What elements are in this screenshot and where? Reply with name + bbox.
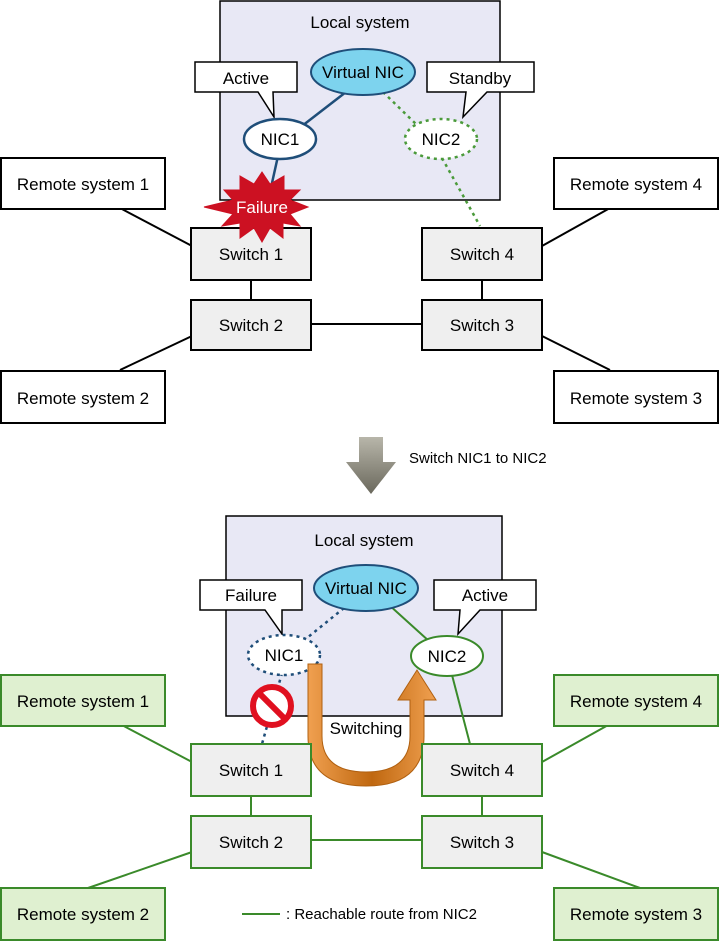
failure-burst-label: Failure xyxy=(236,198,288,217)
remote-system-2-box-after xyxy=(0,887,166,941)
callout-active-after xyxy=(433,579,537,637)
link-remote2-switch2 xyxy=(119,335,193,371)
remote-system-1-label: Remote system 1 xyxy=(17,175,149,194)
remote-system-1-box-after xyxy=(0,674,166,727)
virtual-nic-label: Virtual NIC xyxy=(322,63,404,82)
bottom-diagram: Local system Failure Active Virtual NIC … xyxy=(0,515,719,941)
switch-4-label-after: Switch 4 xyxy=(450,761,514,780)
switch-2-box xyxy=(190,299,312,351)
transition-label: Switch NIC1 to NIC2 xyxy=(409,450,547,467)
switch-1-box-after xyxy=(190,743,312,797)
remote-system-4-box xyxy=(553,157,719,210)
switching-label: Switching xyxy=(330,719,403,738)
remote-system-3-box xyxy=(553,370,719,424)
remote-system-4-box-after xyxy=(553,674,719,727)
callout-failure xyxy=(199,579,303,637)
switch-2-box-after xyxy=(190,815,312,869)
remote-system-4-label: Remote system 4 xyxy=(570,175,702,194)
link-virtualnic-nic1-after xyxy=(301,607,345,643)
remote-system-3-box-after xyxy=(553,887,719,941)
remote-system-2-box xyxy=(0,370,166,424)
nic1-node-after xyxy=(246,633,322,677)
switch-4-label: Switch 4 xyxy=(450,245,514,264)
route-remote1-switch1 xyxy=(119,723,193,763)
prohibited-icon xyxy=(250,684,294,728)
route-remote3-switch3 xyxy=(541,851,641,889)
switch-2-label-after: Switch 2 xyxy=(219,833,283,852)
nic1-label: NIC1 xyxy=(261,130,300,149)
virtual-nic-node-after xyxy=(313,564,419,612)
virtual-nic-label-after: Virtual NIC xyxy=(325,579,407,598)
route-nic2-switch4 xyxy=(451,674,471,745)
link-remote3-switch3 xyxy=(541,335,611,371)
switch-3-box-after xyxy=(421,815,543,869)
switching-arrow-icon xyxy=(307,663,437,787)
switch-3-box xyxy=(421,299,543,351)
callout-standby-label: Standby xyxy=(449,69,512,88)
top-diagram: Local system Active Standby Virtual NIC … xyxy=(0,0,719,424)
down-arrow-icon xyxy=(346,437,396,494)
route-remote2-switch2 xyxy=(87,851,193,889)
switch-4-box-after xyxy=(421,743,543,797)
nic2-node xyxy=(403,117,479,161)
link-virtualnic-nic1 xyxy=(301,91,347,127)
callout-failure-label: Failure xyxy=(225,586,277,605)
remote-system-3-label-after: Remote system 3 xyxy=(570,905,702,924)
link-nic2-switch4 xyxy=(440,157,482,227)
remote-system-3-label: Remote system 3 xyxy=(570,389,702,408)
callout-standby xyxy=(426,61,535,120)
nic2-label-after: NIC2 xyxy=(428,647,467,666)
failure-burst-icon xyxy=(203,171,310,244)
nic1-label-after: NIC1 xyxy=(265,646,304,665)
remote-system-2-label: Remote system 2 xyxy=(17,389,149,408)
nic1-node xyxy=(242,117,318,161)
nic2-label: NIC2 xyxy=(422,130,461,149)
callout-active xyxy=(194,61,298,120)
remote-system-1-box xyxy=(0,157,166,210)
switch-2-label: Switch 2 xyxy=(219,316,283,335)
switch-1-label-after: Switch 1 xyxy=(219,761,283,780)
switch-1-label: Switch 1 xyxy=(219,245,283,264)
link-remote1-switch1 xyxy=(119,207,193,247)
local-system-label: Local system xyxy=(310,13,409,32)
link-virtualnic-nic2 xyxy=(382,91,419,127)
remote-system-2-label-after: Remote system 2 xyxy=(17,905,149,924)
callout-active-after-label: Active xyxy=(462,586,508,605)
remote-system-1-label-after: Remote system 1 xyxy=(17,692,149,711)
route-virtualnic-nic2 xyxy=(387,603,431,643)
legend-label: : Reachable route from NIC2 xyxy=(286,906,477,923)
virtual-nic-node xyxy=(310,48,416,96)
transition: Switch NIC1 to NIC2 xyxy=(346,437,547,494)
local-system-label-after: Local system xyxy=(314,531,413,550)
switch-3-label: Switch 3 xyxy=(450,316,514,335)
remote-system-4-label-after: Remote system 4 xyxy=(570,692,702,711)
route-remote4-switch4 xyxy=(541,723,611,763)
switch-4-box xyxy=(421,227,543,281)
link-remote4-switch4 xyxy=(541,207,611,247)
callout-active-label: Active xyxy=(223,69,269,88)
switch-3-label-after: Switch 3 xyxy=(450,833,514,852)
switch-1-box xyxy=(190,227,312,281)
nic2-node-after xyxy=(410,635,484,677)
